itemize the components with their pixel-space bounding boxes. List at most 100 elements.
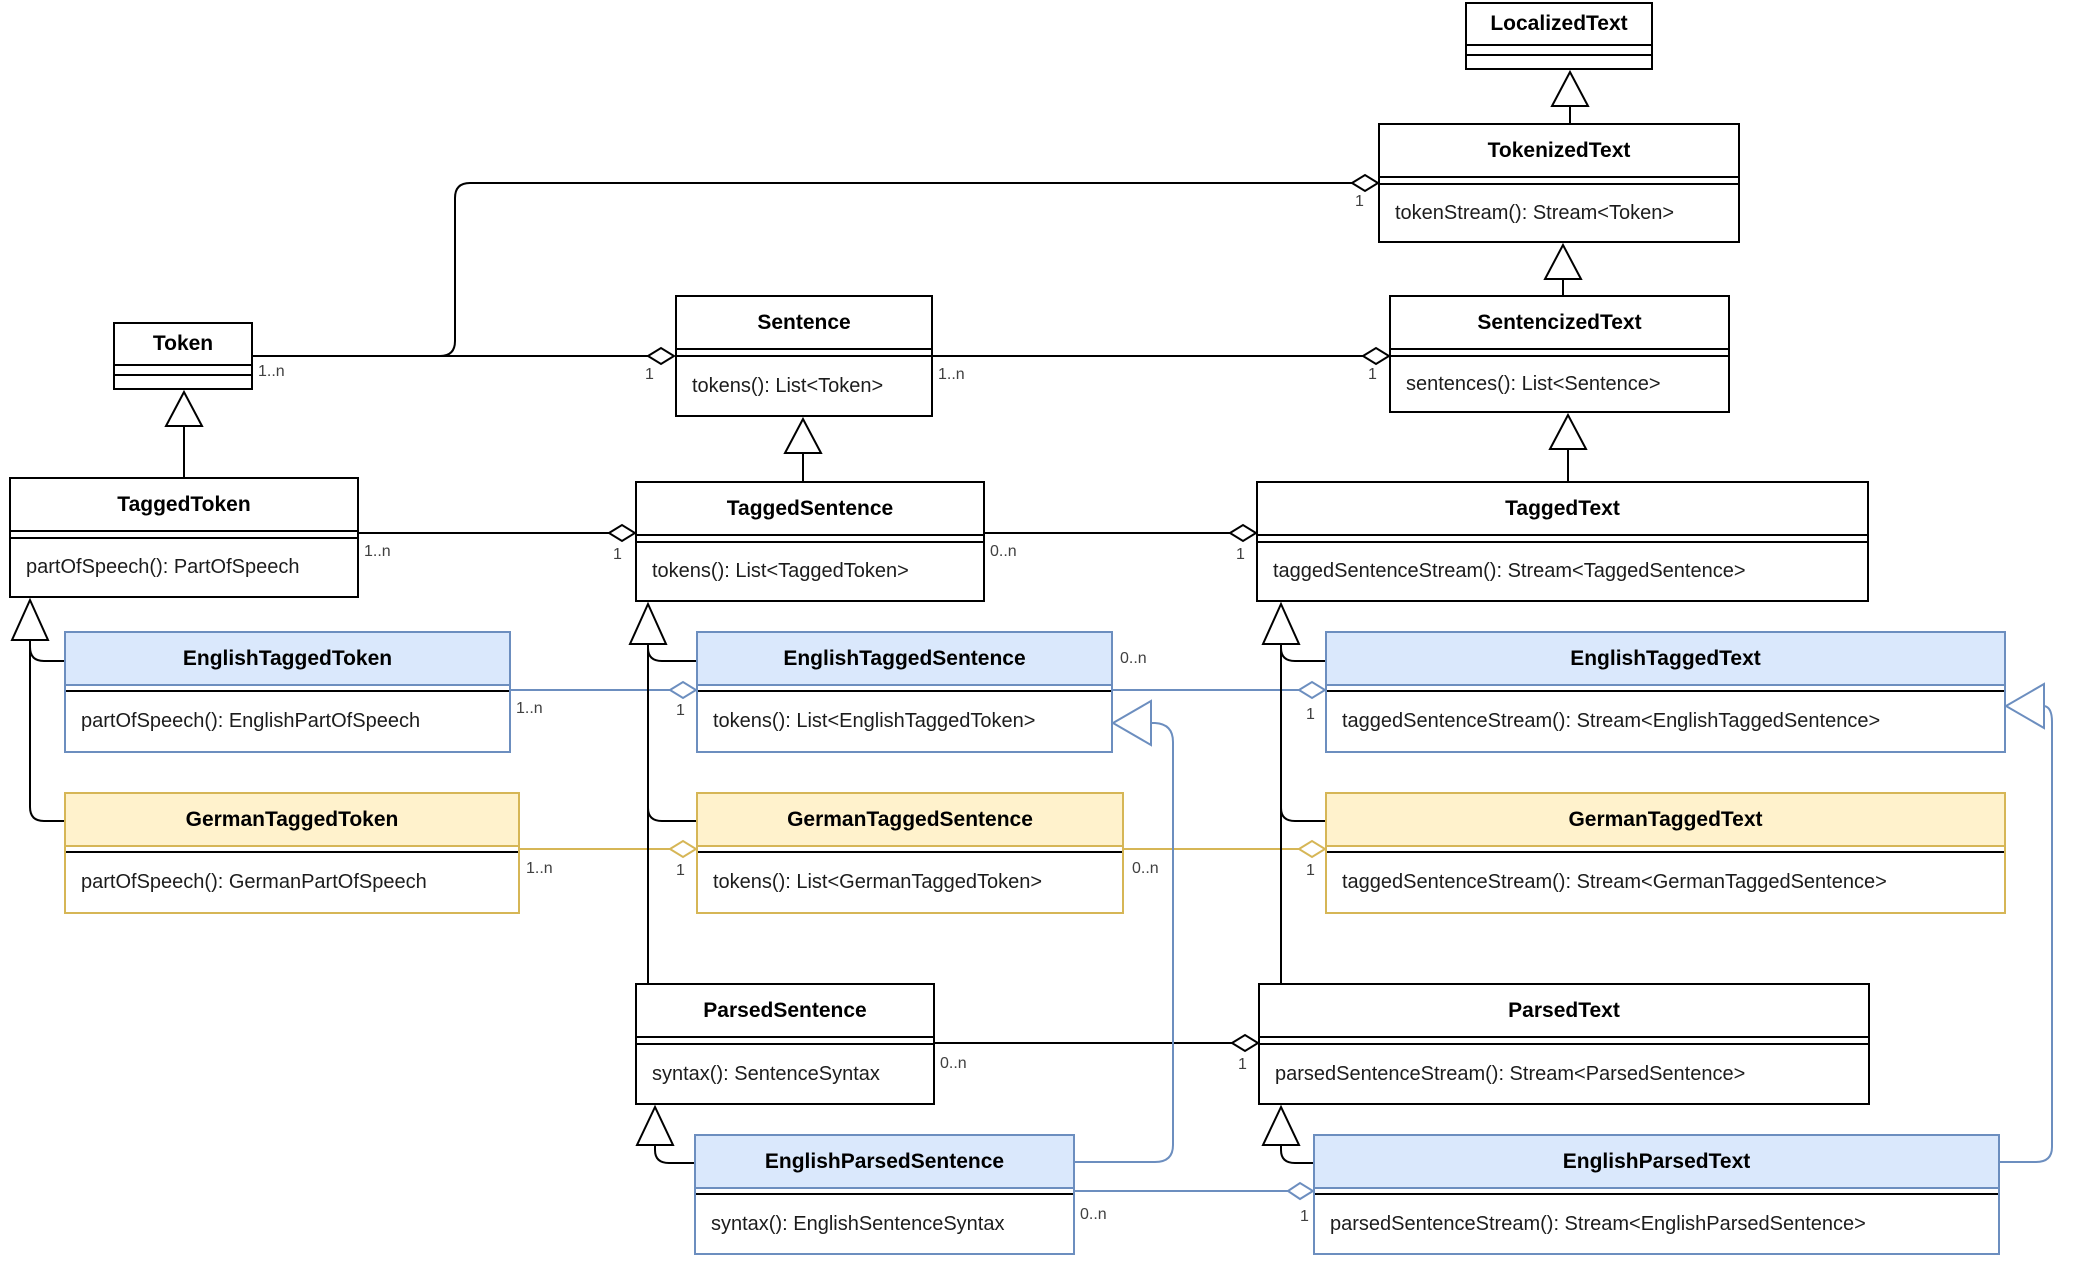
multiplicity-label: 1: [1355, 193, 1364, 210]
multiplicity-label: 1: [645, 366, 654, 383]
triangle-icon-parsedsentence: [635, 1104, 675, 1146]
class-sentence: Sentence tokens(): List<Token>: [675, 295, 933, 417]
attributes-compartment: [1327, 847, 2004, 853]
attributes-compartment: [11, 532, 357, 539]
multiplicity-label: 1..n: [938, 366, 965, 383]
triangle-icon-taggedtext: [1261, 601, 1301, 645]
attributes-compartment: [677, 350, 931, 357]
attributes-compartment: [1258, 536, 1867, 543]
multiplicity-label: 1: [1236, 546, 1245, 563]
class-title: EnglishTaggedToken: [66, 633, 509, 686]
attributes-compartment: [115, 366, 251, 376]
multiplicity-label: 1..n: [526, 860, 553, 877]
class-title: GermanTaggedText: [1327, 794, 2004, 847]
multiplicity-label: 1: [676, 702, 685, 719]
attributes-compartment: [66, 847, 518, 853]
branch-taggedsentence-german: [647, 644, 696, 822]
class-title: ParsedSentence: [637, 985, 933, 1038]
diamond-icon-sentencizedtext: [1361, 346, 1391, 366]
multiplicity-label: 1..n: [258, 363, 285, 380]
diamond-icon-englishtaggedtext: [1297, 680, 1327, 700]
method-label: partOfSpeech(): PartOfSpeech: [11, 539, 357, 596]
branch-taggedtext-german: [1280, 644, 1325, 822]
method-label: parsedSentenceStream(): Stream<ParsedSen…: [1260, 1045, 1868, 1103]
branch-taggedtext-english: [1280, 644, 1325, 662]
diamond-icon-sentence: [646, 346, 676, 366]
generalization-arrows: [10, 69, 2045, 1164]
multiplicity-label: 0..n: [990, 543, 1017, 560]
class-tokenized-text: TokenizedText tokenStream(): Stream<Toke…: [1378, 123, 1740, 243]
multiplicity-label: 1: [676, 862, 685, 879]
method-label: sentences(): List<Sentence>: [1391, 357, 1728, 411]
class-german-tagged-text: GermanTaggedText taggedSentenceStream():…: [1325, 792, 2006, 914]
method-label: tokens(): List<GermanTaggedToken>: [698, 853, 1122, 912]
attributes-compartment: [1391, 350, 1728, 357]
class-title: Token: [115, 324, 251, 366]
class-token: Token: [113, 322, 253, 390]
triangle-icon-englishtaggedtext: [2004, 682, 2045, 730]
aggregation-diamond-icons: [607, 173, 1391, 1201]
triangle-icon-englishtaggedsentence: [1111, 699, 1152, 747]
multiplicity-label: 0..n: [1132, 860, 1159, 877]
english-generalization-lines: [1075, 705, 2053, 1163]
class-title: LocalizedText: [1467, 4, 1651, 46]
method-label: parsedSentenceStream(): Stream<EnglishPa…: [1315, 1195, 1998, 1253]
attributes-compartment: [696, 1189, 1073, 1195]
method-label: tokenStream(): Stream<Token>: [1380, 185, 1738, 241]
multiplicity-label: 0..n: [940, 1055, 967, 1072]
multiplicity-label: 1: [1306, 706, 1315, 723]
diamond-icon-taggedtext: [1228, 523, 1258, 543]
attributes-compartment: [698, 686, 1111, 692]
class-sentencized-text: SentencizedText sentences(): List<Senten…: [1389, 295, 1730, 413]
class-title: EnglishParsedSentence: [696, 1136, 1073, 1189]
class-english-tagged-sentence: EnglishTaggedSentence tokens(): List<Eng…: [696, 631, 1113, 753]
class-title: TaggedText: [1258, 483, 1867, 536]
method-label: syntax(): SentenceSyntax: [637, 1045, 933, 1103]
branch-parsedsentence-english: [654, 1145, 694, 1164]
multiplicity-label: 1: [1300, 1208, 1309, 1225]
class-localized-text: LocalizedText: [1465, 2, 1653, 70]
edge-englishparsedsentence-englishtaggedsentence: [1075, 722, 1174, 1163]
class-german-tagged-token: GermanTaggedToken partOfSpeech(): German…: [64, 792, 520, 914]
class-tagged-token: TaggedToken partOfSpeech(): PartOfSpeech: [9, 477, 359, 598]
attributes-compartment: [1327, 686, 2004, 692]
triangle-icon-sentence: [783, 416, 823, 454]
method-label: tokens(): List<TaggedToken>: [637, 543, 983, 600]
english-aggregation-lines: [511, 689, 1299, 1192]
class-parsed-sentence: ParsedSentence syntax(): SentenceSyntax: [635, 983, 935, 1105]
triangle-icon-parsedtext: [1261, 1104, 1301, 1146]
method-label: tokens(): List<Token>: [677, 357, 931, 415]
triangle-icon-sentencizedtext: [1548, 412, 1588, 450]
diamond-icon-englishparsedtext: [1286, 1181, 1315, 1201]
attributes-compartment: [698, 847, 1122, 853]
diamond-icon-germantaggedtext: [1297, 839, 1327, 859]
class-german-tagged-sentence: GermanTaggedSentence tokens(): List<Germ…: [696, 792, 1124, 914]
class-title: EnglishTaggedSentence: [698, 633, 1111, 686]
attributes-compartment: [637, 536, 983, 543]
diamond-icon-taggedsentence: [607, 523, 637, 543]
class-english-tagged-token: EnglishTaggedToken partOfSpeech(): Engli…: [64, 631, 511, 753]
diamond-icon-englishtaggedsentence: [668, 680, 698, 700]
class-title: GermanTaggedSentence: [698, 794, 1122, 847]
class-title: TaggedSentence: [637, 483, 983, 536]
method-label: taggedSentenceStream(): Stream<TaggedSen…: [1258, 543, 1867, 600]
attributes-compartment: [637, 1038, 933, 1045]
attributes-compartment: [1260, 1038, 1868, 1045]
branch-taggedtoken-german: [29, 640, 64, 822]
class-title: TokenizedText: [1380, 125, 1738, 178]
attributes-compartment: [1380, 178, 1738, 185]
branch-parsedtext-english: [1280, 1145, 1313, 1164]
multiplicity-label: 1: [1238, 1056, 1247, 1073]
methods-compartment: [115, 376, 251, 388]
triangle-icon-localizedtext: [1550, 69, 1590, 107]
attributes-compartment: [1315, 1189, 1998, 1195]
class-tagged-sentence: TaggedSentence tokens(): List<TaggedToke…: [635, 481, 985, 602]
class-parsed-text: ParsedText parsedSentenceStream(): Strea…: [1258, 983, 1870, 1105]
multiplicity-label: 1: [1306, 862, 1315, 879]
attributes-compartment: [66, 686, 509, 692]
class-title: TaggedToken: [11, 479, 357, 532]
method-label: taggedSentenceStream(): Stream<EnglishTa…: [1327, 692, 2004, 751]
multiplicity-label: 1..n: [364, 543, 391, 560]
method-label: taggedSentenceStream(): Stream<GermanTag…: [1327, 853, 2004, 912]
